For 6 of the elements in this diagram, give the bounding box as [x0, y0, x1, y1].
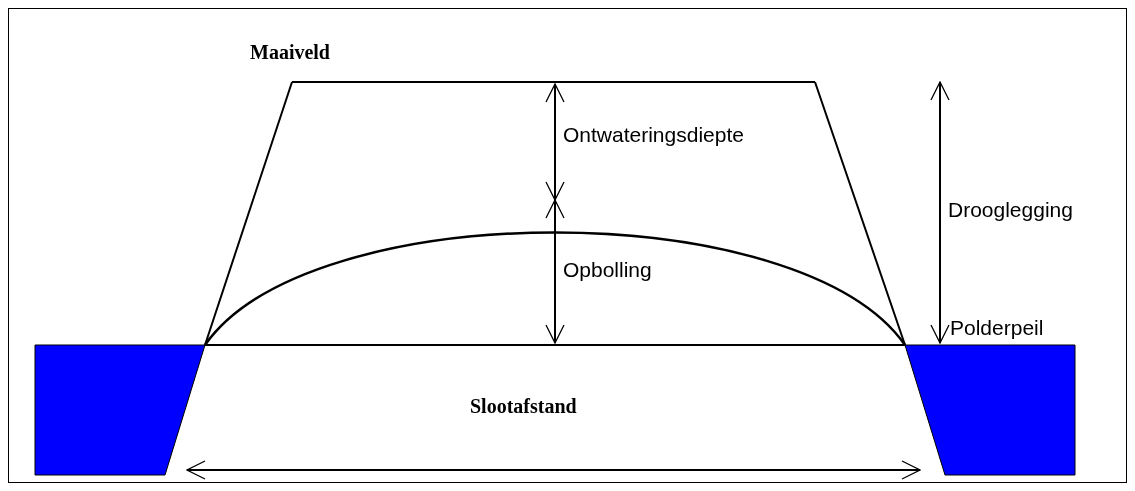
bulge-label: Opbolling	[563, 259, 652, 280]
ditch-spacing-label: Slootafstand	[470, 396, 577, 416]
freeboard-label: Drooglegging	[948, 199, 1073, 220]
depth-label: Ontwateringsdiepte	[563, 124, 744, 145]
water-level-label: Polderpeil	[950, 317, 1044, 338]
surface-label: Maaiveld	[250, 42, 330, 62]
